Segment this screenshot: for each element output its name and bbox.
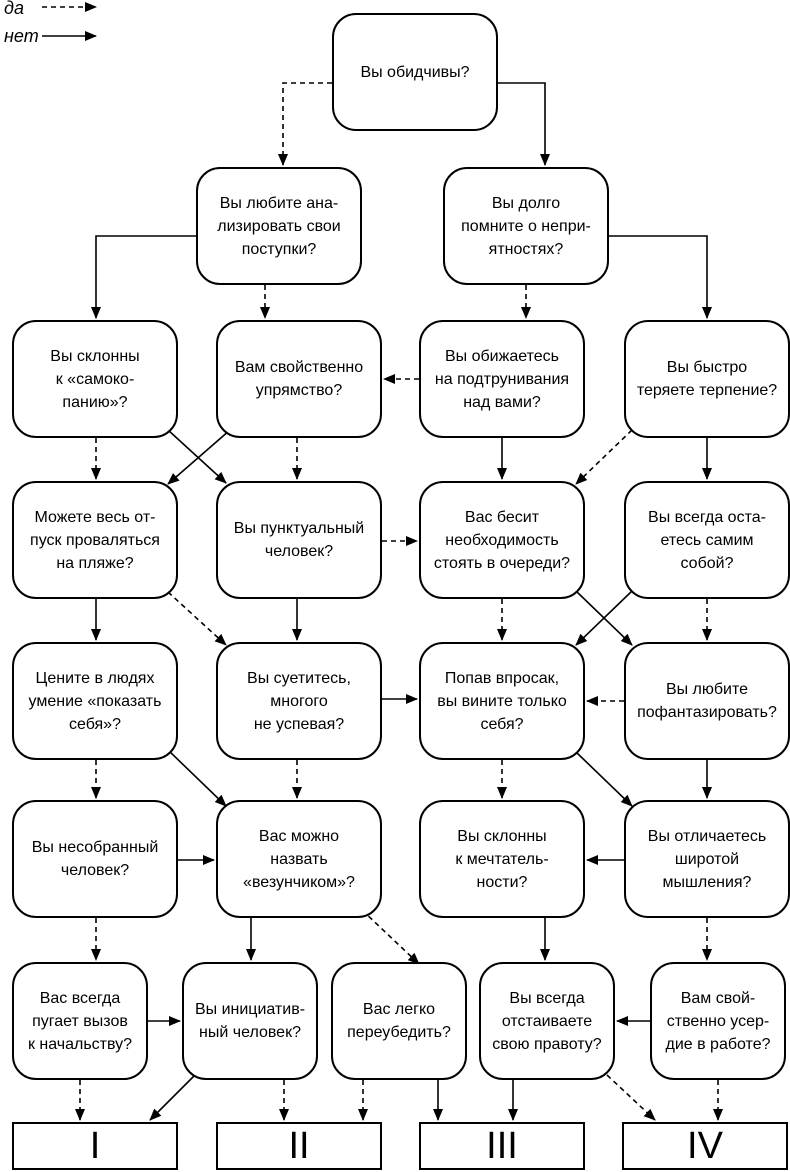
node-lucky: Вас можно назвать «везунчиком»? bbox=[216, 800, 382, 918]
node-fuss-text: Вы суетитесь, многого не успевая? bbox=[247, 669, 351, 733]
edge-lucky-persuade bbox=[361, 909, 420, 965]
node-lucky-text: Вас можно назвать «везунчиком»? bbox=[243, 827, 355, 891]
result-label-3: III bbox=[486, 1125, 518, 1167]
node-fantasize-text: Вы любите пофантазировать? bbox=[637, 681, 777, 721]
node-punctual-text: Вы пунктуальный человек? bbox=[233, 520, 365, 560]
edge-touchy-remember bbox=[498, 82, 550, 166]
node-diligent: Вам свой- ственно усер- дие в работе? bbox=[650, 962, 786, 1080]
edge-yourself-blame bbox=[575, 590, 633, 646]
node-fuss: Вы суетитесь, многого не успевая? bbox=[216, 642, 382, 760]
node-diligent-text: Вам свой- ственно усер- дие в работе? bbox=[665, 989, 771, 1053]
node-showoff: Цените в людях умение «показать себя»? bbox=[12, 642, 178, 760]
node-defend-text: Вы всегда отстаиваете свою правоту? bbox=[492, 989, 602, 1053]
node-initiative: Вы инициатив- ный человек? bbox=[182, 962, 318, 1080]
node-dreamy-text: Вы склонны к мечтатель- ности? bbox=[455, 827, 549, 891]
node-teasing-text: Вы обижаетесь на подтрунивания над вами? bbox=[434, 347, 570, 411]
result-label-4: IV bbox=[687, 1125, 723, 1167]
node-remember: Вы долго помните о непри- ятностях? bbox=[443, 167, 609, 285]
edge-patience-queue bbox=[575, 429, 633, 485]
node-persuade-text: Вас легко переубедить? bbox=[347, 1001, 451, 1041]
node-broad: Вы отличаетесь широтой мышления? bbox=[624, 800, 790, 918]
node-selfdig-text: Вы склонны к «самоко- панию»? bbox=[50, 347, 140, 411]
node-analyze: Вы любите ана- лизировать свои поступки? bbox=[196, 167, 362, 285]
legend-yes-label: да bbox=[4, 0, 24, 18]
result-box-2: II bbox=[216, 1122, 382, 1170]
result-label-1: I bbox=[89, 1125, 101, 1167]
node-stubborn: Вам свойственно упрямство? bbox=[216, 320, 382, 438]
result-label-2: II bbox=[288, 1125, 310, 1167]
node-yourself: Вы всегда оста- етесь самим собой? bbox=[624, 481, 790, 599]
node-boss: Вас всегда пугает вызов к начальству? bbox=[12, 962, 148, 1080]
edge-remember-patience bbox=[609, 235, 712, 319]
node-patience-text: Вы быстро теряете терпение? bbox=[636, 359, 778, 399]
node-boss-text: Вас всегда пугает вызов к начальству? bbox=[27, 989, 133, 1053]
node-remember-text: Вы долго помните о непри- ятностях? bbox=[461, 194, 591, 258]
node-touchy: Вы обидчивы? bbox=[332, 13, 498, 131]
node-fantasize: Вы любите пофантазировать? bbox=[624, 642, 790, 760]
node-beach-text: Можете весь от- пуск проваляться на пляж… bbox=[30, 508, 160, 572]
node-patience: Вы быстро теряете терпение? bbox=[624, 320, 790, 438]
node-broad-text: Вы отличаетесь широтой мышления? bbox=[647, 827, 767, 891]
edge-initiative-result1 bbox=[149, 1074, 196, 1121]
edge-showoff-lucky bbox=[167, 749, 227, 807]
node-teasing: Вы обижаетесь на подтрунивания над вами? bbox=[419, 320, 585, 438]
node-analyze-text: Вы любите ана- лизировать свои поступки? bbox=[217, 194, 341, 258]
result-box-1: I bbox=[12, 1122, 178, 1170]
node-showoff-text: Цените в людях умение «показать себя»? bbox=[28, 669, 162, 733]
node-touchy-text: Вы обидчивы? bbox=[360, 63, 470, 81]
node-stubborn-text: Вам свойственно упрямство? bbox=[234, 359, 364, 399]
node-beach: Можете весь от- пуск проваляться на пляж… bbox=[12, 481, 178, 599]
node-disorganized: Вы несобранный человек? bbox=[12, 800, 178, 918]
result-box-4: IV bbox=[622, 1122, 788, 1170]
edge-beach-fuss bbox=[167, 591, 227, 646]
legend-no-label: нет bbox=[4, 26, 39, 46]
edge-touchy-analyze bbox=[278, 82, 332, 166]
node-disorganized-text: Вы несобранный человек? bbox=[31, 839, 159, 879]
node-queue-text: Вас бесит необходимость стоять в очереди… bbox=[433, 508, 571, 572]
node-persuade: Вас легко переубедить? bbox=[331, 962, 467, 1080]
node-dreamy: Вы склонны к мечтатель- ности? bbox=[419, 800, 585, 918]
edge-blame-broad bbox=[575, 751, 633, 807]
node-blame: Попав впросак, вы вините только себя? bbox=[419, 642, 585, 760]
node-punctual: Вы пунктуальный человек? bbox=[216, 481, 382, 599]
result-box-3: III bbox=[419, 1122, 585, 1170]
node-queue: Вас бесит необходимость стоять в очереди… bbox=[419, 481, 585, 599]
edge-stubborn-beach bbox=[167, 429, 231, 485]
node-yourself-text: Вы всегда оста- етесь самим собой? bbox=[648, 508, 766, 572]
node-selfdig: Вы склонны к «самоко- панию»? bbox=[12, 320, 178, 438]
node-initiative-text: Вы инициатив- ный человек? bbox=[194, 1001, 306, 1041]
node-blame-text: Попав впросак, вы вините только себя? bbox=[437, 669, 567, 733]
node-defend: Вы всегда отстаиваете свою правоту? bbox=[479, 962, 615, 1080]
edge-analyze-selfdig bbox=[91, 235, 196, 319]
edge-defend-result4 bbox=[606, 1074, 656, 1121]
edge-selfdig-punctual bbox=[167, 429, 227, 484]
